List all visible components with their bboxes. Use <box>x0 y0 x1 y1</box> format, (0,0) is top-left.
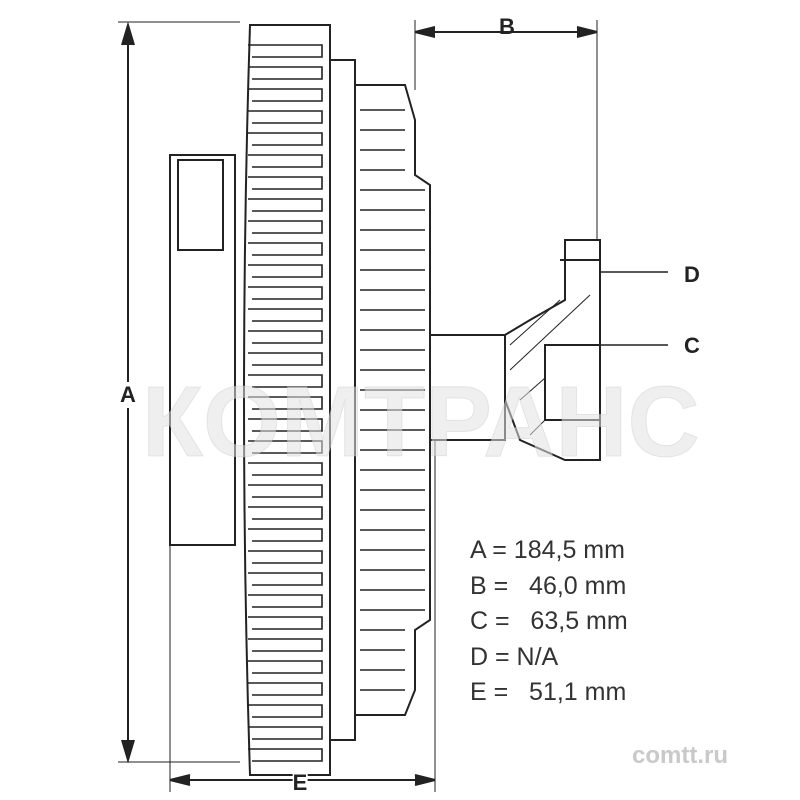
fin <box>248 616 323 630</box>
fin <box>248 330 323 344</box>
fin <box>248 506 323 520</box>
fin <box>248 682 323 696</box>
watermark: КОМТРАНС <box>142 366 701 478</box>
spec-c: C = 63,5 mm <box>470 607 628 635</box>
fin <box>248 748 323 762</box>
fin <box>248 396 323 410</box>
dimension-b-label: B <box>499 14 515 39</box>
fin <box>248 110 323 124</box>
spec-b: B = 46,0 mm <box>470 571 627 600</box>
fin <box>248 704 323 718</box>
fin <box>248 550 323 564</box>
fin <box>248 374 323 388</box>
fin <box>248 572 323 586</box>
fin <box>248 66 323 80</box>
fin <box>248 88 323 102</box>
fin <box>248 528 323 542</box>
spec-e: E = 51,1 mm <box>470 678 627 706</box>
fin <box>248 286 323 300</box>
fin <box>248 220 323 234</box>
fin <box>248 638 323 652</box>
fin <box>248 660 323 674</box>
fin <box>248 308 323 322</box>
fin <box>248 154 323 168</box>
fin <box>248 418 323 432</box>
fin <box>248 352 323 366</box>
fin <box>248 176 323 190</box>
fin <box>248 726 323 740</box>
site-watermark: comtt.ru <box>632 742 728 769</box>
fin <box>248 242 323 256</box>
dimension-d-label: D <box>684 262 700 287</box>
fin-ring <box>243 24 331 776</box>
hub-plate <box>169 154 236 546</box>
rear-body <box>354 84 431 716</box>
fin <box>248 440 323 454</box>
spec-a: A = 184,5 mm <box>470 536 625 564</box>
fin <box>248 462 323 476</box>
fin <box>248 44 323 58</box>
dimension-c-label: C <box>684 333 700 358</box>
dimension-e-label: E <box>292 770 308 796</box>
dimension-a-label: A <box>120 382 136 408</box>
fin <box>248 132 323 146</box>
fin <box>248 198 323 212</box>
fin <box>248 594 323 608</box>
fin <box>248 484 323 498</box>
dimension-specs: A = 184,5 mm B = 46,0 mm C = 63,5 mm D = N/… <box>470 533 628 711</box>
spec-d: D = N/A <box>470 642 559 671</box>
fin <box>248 264 323 278</box>
